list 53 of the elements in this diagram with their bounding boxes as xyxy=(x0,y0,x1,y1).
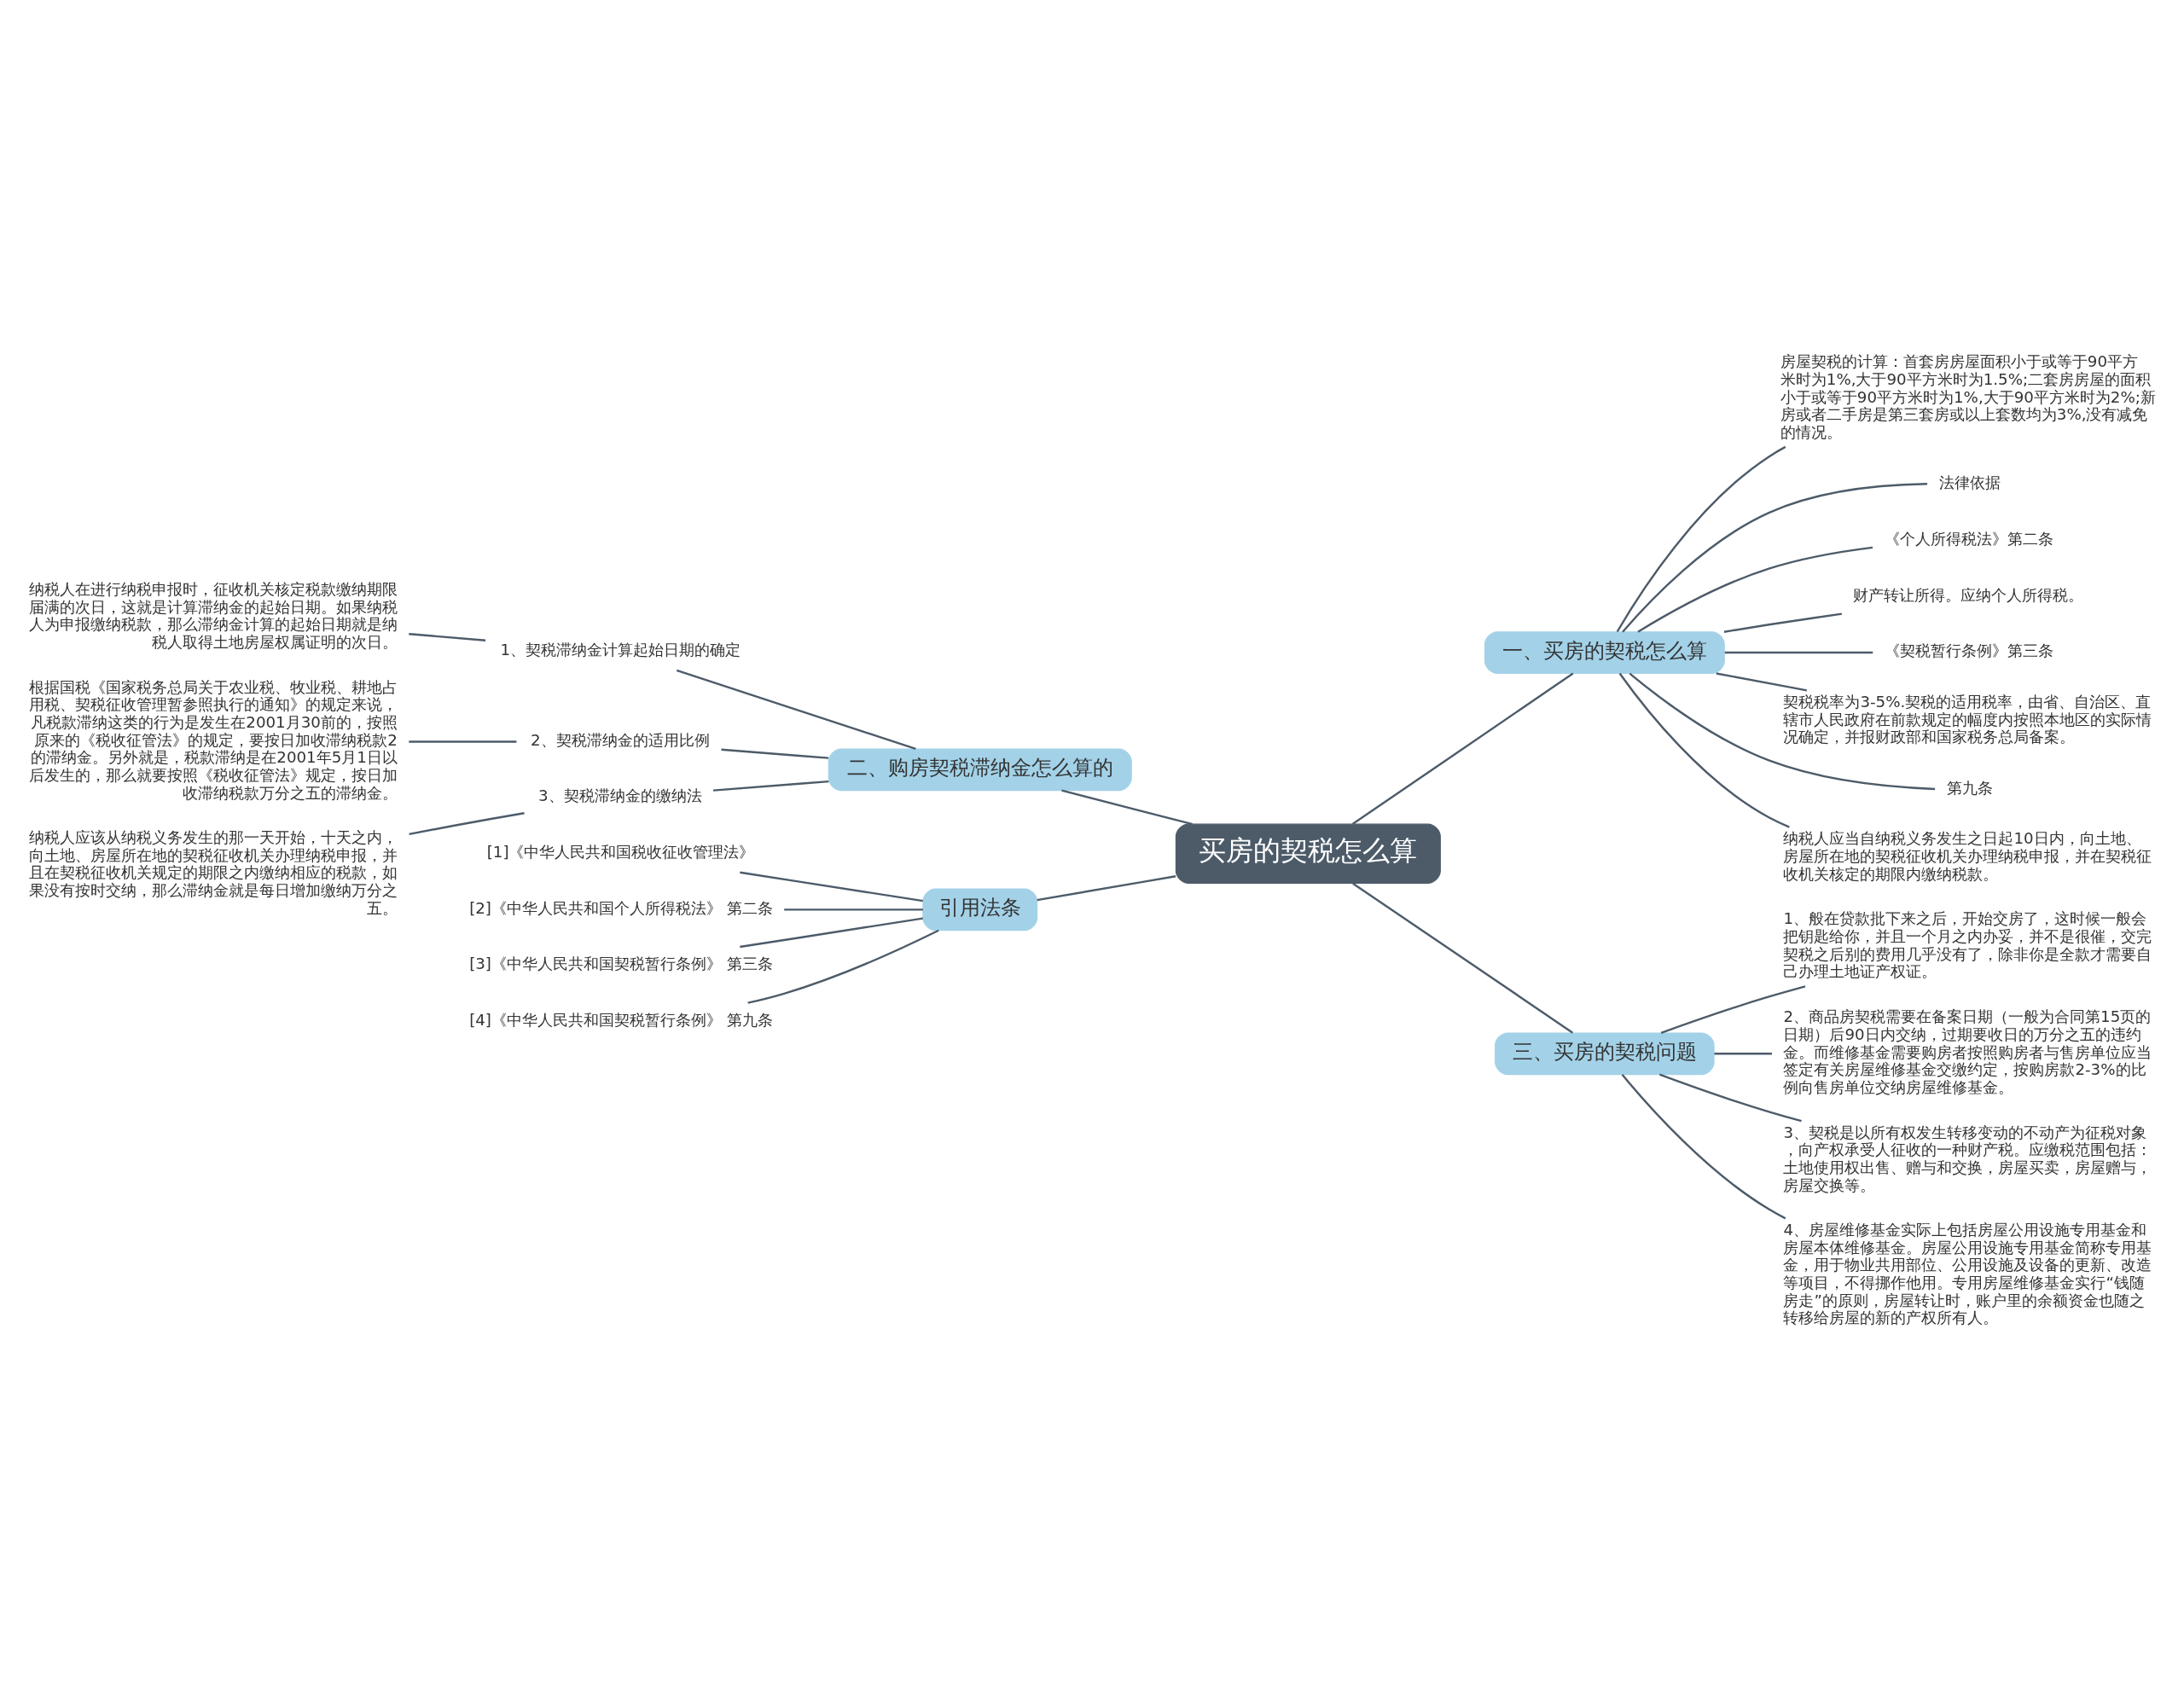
node-text: 《个人所得税法》第二条 xyxy=(1884,530,2053,548)
connector xyxy=(1061,789,1193,826)
node-text: 1、般在贷款批下来之后，开始交房了，这时候一般会把钥匙给你，并且一个月之内办妥，并不是很催，交完契税之后别的费用几乎没有了，除非你是全款才需要自己办理土地证产权证。 xyxy=(1783,909,2152,981)
node-text: 财产转让所得。应纳个人所得税。 xyxy=(1853,585,2084,604)
node-text: 纳税人在进行纳税申报时，征收机关核定税款缴纳期限届满的次日，这就是计算滞纳金的起始日期。如果纳税人为申报缴纳税款，那么滞纳金计算的起始日期就是纳税人取得土地房屋权属证明的次日。 xyxy=(28,580,398,651)
node-text: 4、房屋维修基金实际上包括房屋公用设施专用基金和房屋本体维修基金。房屋公用设施专用基金简称专用基金，用于物业共用部位、公用设施及设备的更新、改造等项目，不得挪作他用。专用房屋维修基金实行“钱随房走”的原则，房屋转让时，账户里的余额资金也随之转移给房屋的新的产权所有人。 xyxy=(1783,1220,2152,1327)
node-text: 纳税人应当自纳税义务发生之日起10日内，向土地、房屋所在地的契税征收机关办理纳税申报，并在契税征收机关核定的期限内缴纳税款。 xyxy=(1783,829,2152,883)
node-box: 买房的契税怎么算 xyxy=(1175,823,1441,884)
connector xyxy=(721,748,829,759)
node-text: 2、商品房契税需要在备案日期（一般为合同第15页的日期）后90日内交纳，过期要收日的万分之五的违约金。而维修基金需要购房者按照购房者与售房单位应当签定有关房屋维修基金交缴约定，按购房款2-3%的比例向售房单位交纳房屋维修基金。 xyxy=(1783,1007,2152,1096)
node-text: 契税税率为3-5%.契税的适用税率，由省、自治区、直辖市人民政府在前款规定的幅度内按照本地区的实际情况确定，并报财政部和国家税务总局备案。 xyxy=(1783,692,2152,746)
connector xyxy=(409,812,525,836)
node-text: [1]《中华人民共和国税收征收管理法》 xyxy=(486,843,755,862)
node-text: 3、契税是以所有权发生转移变动的不动产为征税对象，向产权承受人征收的一种财产税。应缴税范围包括：土地使用权出售、赠与和交换，房屋买卖，房屋赠与，房屋交换等。 xyxy=(1783,1123,2152,1194)
connector xyxy=(1716,672,1807,692)
connector xyxy=(409,633,486,641)
node-text: [3]《中华人民共和国契税暂行条例》 第三条 xyxy=(469,955,773,973)
connector xyxy=(1622,482,1928,633)
connector xyxy=(747,929,939,1004)
node-text: 房屋契税的计算：首套房房屋面积小于或等于90平方米时为1%,大于90平方米时为1.5%;二套房房屋的面积小于或等于90平方米时为1%,大于90平方米时为2%;新房或者二手房是第三套房或以上套数均为3%,没有减免的情况。 xyxy=(1780,352,2156,441)
node-box: 二、购房契税滞纳金怎么算的 xyxy=(828,748,1132,792)
connector xyxy=(740,871,923,902)
connector xyxy=(1616,445,1786,633)
connector xyxy=(1660,985,1806,1035)
connector xyxy=(740,917,923,949)
node-box: 三、买房的契税问题 xyxy=(1495,1032,1715,1076)
connector xyxy=(1629,672,1936,791)
node-text: 纳税人应该从纳税义务发生的那一天开始，十天之内，向土地、房屋所在地的契税征收机关办理纳税申报，并且在契税征收机关规定的期限之内缴纳相应的税款，如果没有按时交纳，那么滞纳金就是每日增加缴纳万分之五。 xyxy=(28,828,398,917)
node-text: 《契税暂行条例》第三条 xyxy=(1884,641,2053,660)
connector xyxy=(1618,672,1790,828)
connector xyxy=(1658,1073,1802,1123)
connector xyxy=(1723,612,1843,633)
connector xyxy=(1714,1053,1772,1055)
connector xyxy=(1724,651,1873,654)
connector xyxy=(712,780,829,792)
node-box: 引用法条 xyxy=(922,888,1038,931)
connector xyxy=(1352,882,1574,1034)
connector xyxy=(784,908,923,911)
node-text: 1、契税滞纳金计算起始日期的确定 xyxy=(500,641,741,659)
node-text: 法律依据 xyxy=(1938,473,2001,492)
node-text: 第九条 xyxy=(1946,778,1993,797)
connector xyxy=(409,740,517,743)
node-text: 根据国税《国家税务总局关于农业税、牧业税、耕地占用税、契税征收管理暂参照执行的通知》的规定来说，凡税款滞纳这类的行为是发生在2001月30前的，按照原来的《税收征管法》的规定，要按日加收滞纳税款2的滞纳金。另外就是，税款滞纳是在2001年5月1日以后发生的，那么就要按照《税收征管法》规定，按日加收滞纳税款万分之五的滞纳金。 xyxy=(28,677,398,802)
node-text: 3、契税滞纳金的缴纳法 xyxy=(537,786,702,805)
connector xyxy=(1037,875,1176,902)
connector xyxy=(676,669,916,751)
node-text: [2]《中华人民共和国个人所得税法》 第二条 xyxy=(469,898,773,917)
connector xyxy=(1621,1074,1786,1220)
connector xyxy=(1637,546,1873,633)
node-text: 2、契税滞纳金的适用比例 xyxy=(531,730,710,749)
node-box: 一、买房的契税怎么算 xyxy=(1484,631,1725,674)
node-text: [4]《中华人民共和国契税暂行条例》 第九条 xyxy=(469,1010,773,1029)
connector xyxy=(1351,672,1574,825)
